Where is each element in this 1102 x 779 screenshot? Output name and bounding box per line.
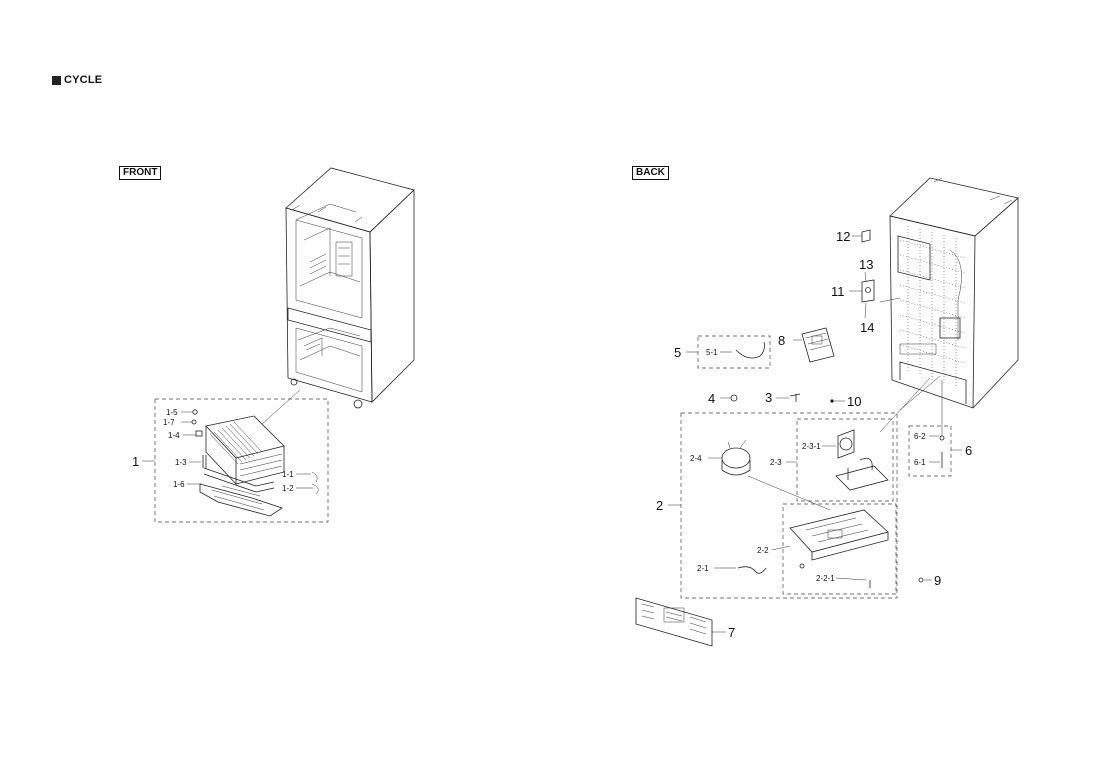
callout-1-3: 1-3: [175, 458, 187, 467]
callout-2-1: 2-1: [697, 564, 709, 573]
callout-5-1: 5-1: [706, 348, 718, 357]
callout-2-2: 2-2: [757, 546, 769, 555]
callout-10: 10: [847, 394, 861, 409]
callout-8: 8: [778, 333, 785, 348]
callout-13: 13: [859, 257, 873, 272]
callout-2: 2: [656, 498, 663, 513]
callout-3: 3: [765, 390, 772, 405]
drain-tray-illustration: [199, 483, 283, 517]
section-title-text: CYCLE: [64, 74, 103, 86]
rear-grille-illustration: [635, 597, 713, 647]
compressor-illustration: [721, 439, 751, 476]
callout-2-2-1: 2-2-1: [816, 574, 835, 583]
callout-1-7: 1-7: [163, 418, 175, 427]
callout-14: 14: [860, 320, 874, 335]
callout-1-2: 1-2: [282, 484, 294, 493]
evaporator-illustration: [205, 415, 285, 486]
group-1-box: [154, 398, 329, 523]
callout-6-1: 6-1: [914, 458, 926, 467]
machine-base-illustration: [789, 509, 889, 561]
group-2-2-box: [782, 503, 897, 595]
back-refrigerator-illustration: [889, 177, 1019, 409]
callout-6: 6: [965, 443, 972, 458]
callout-1-4: 1-4: [168, 431, 180, 440]
front-view-label: FRONT: [119, 166, 162, 180]
callout-1: 1: [132, 454, 139, 469]
section-title: CYCLE: [52, 74, 102, 86]
section-square-icon: [52, 75, 61, 85]
callout-2-3-1: 2-3-1: [802, 442, 821, 451]
group-6-box: [908, 425, 952, 477]
callout-2-3: 2-3: [770, 458, 782, 467]
callout-4: 4: [708, 391, 715, 406]
group-2-box: [680, 412, 898, 599]
back-view-label: BACK: [632, 166, 669, 180]
group-2-3-box: [796, 418, 894, 502]
callout-11: 11: [831, 284, 845, 299]
callout-1-6: 1-6: [173, 480, 185, 489]
defrost-heater-illustration: [203, 467, 275, 493]
callout-1-1: 1-1: [282, 470, 294, 479]
callout-7: 7: [728, 625, 735, 640]
callout-12: 12: [836, 229, 850, 244]
callout-9: 9: [934, 573, 941, 588]
front-refrigerator-illustration: [285, 167, 415, 409]
callout-6-2: 6-2: [914, 432, 926, 441]
callout-2-4: 2-4: [690, 454, 702, 463]
callout-1-5: 1-5: [166, 408, 178, 417]
callout-5: 5: [674, 345, 681, 360]
condenser-fan-illustration: [835, 429, 889, 491]
